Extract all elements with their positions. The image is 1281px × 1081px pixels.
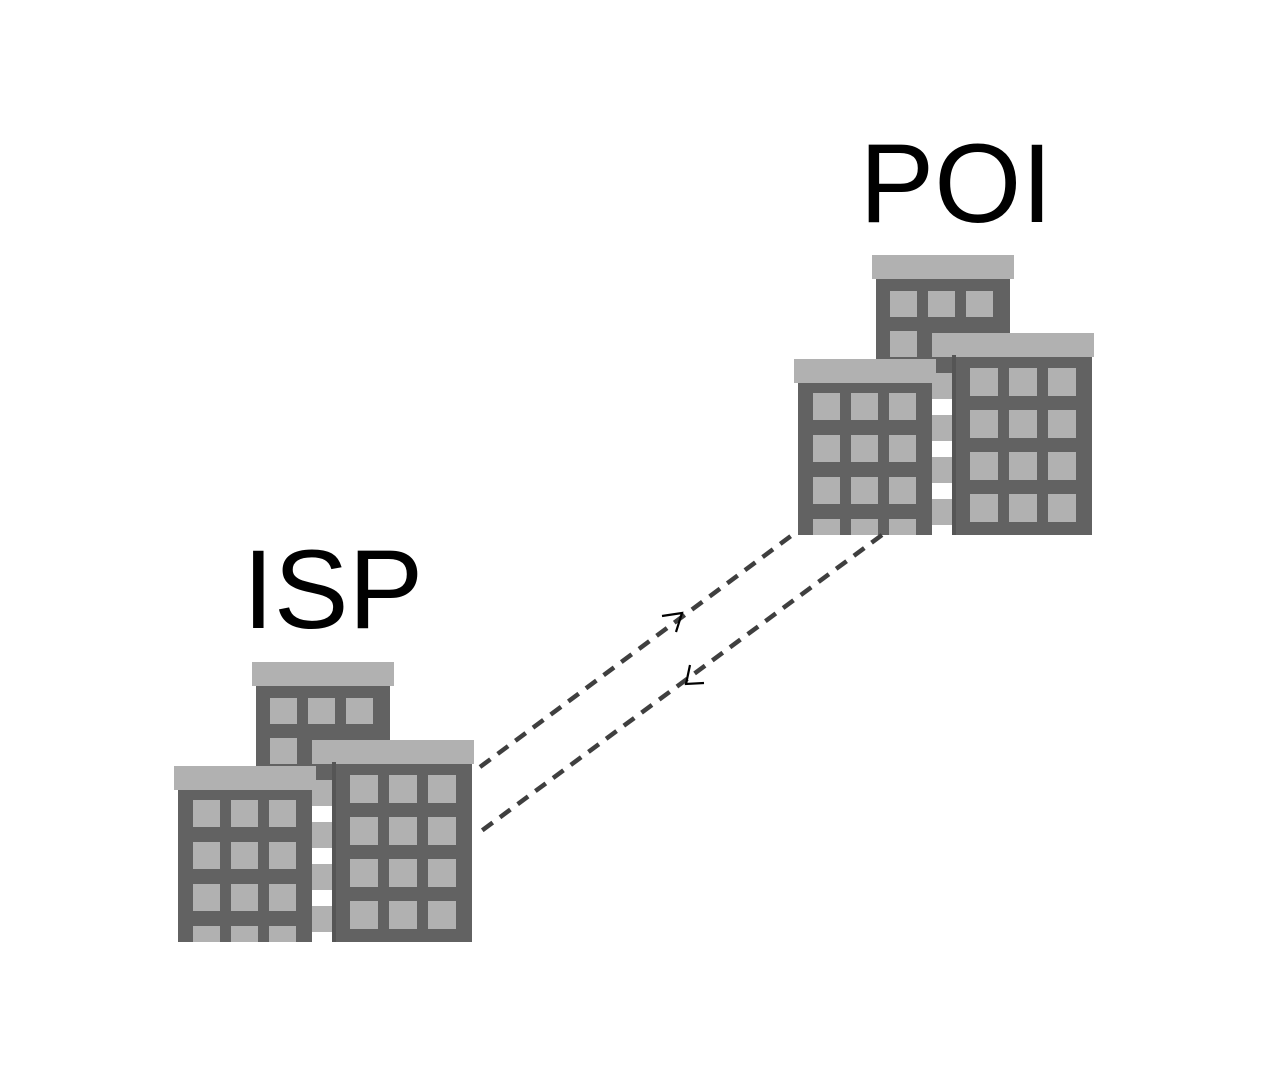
building-window <box>813 435 840 462</box>
building-window <box>1009 452 1037 480</box>
building-window <box>970 410 998 438</box>
building-window <box>889 393 916 420</box>
building-window <box>270 738 297 764</box>
building-window <box>193 884 220 911</box>
arrow-right-icon <box>661 611 684 633</box>
building-window <box>932 373 952 399</box>
building-window <box>1009 410 1037 438</box>
building-roof <box>174 766 316 790</box>
building-window <box>813 477 840 504</box>
building-window <box>428 901 456 929</box>
building-window <box>231 926 258 942</box>
building-window <box>312 822 332 848</box>
building-window <box>1048 368 1076 396</box>
building-window <box>312 906 332 932</box>
building-window <box>193 926 220 942</box>
building-window <box>1048 410 1076 438</box>
building-roof <box>252 662 394 686</box>
building-window <box>889 477 916 504</box>
building-window <box>312 780 332 806</box>
building-roof <box>794 359 936 383</box>
building-window <box>269 842 296 869</box>
building-window <box>851 519 878 535</box>
building-window <box>350 775 378 803</box>
building-window <box>193 800 220 827</box>
building-window <box>1009 494 1037 522</box>
building-window <box>932 457 952 483</box>
building-window <box>813 393 840 420</box>
office-buildings-icon <box>794 255 1094 535</box>
building-window <box>389 775 417 803</box>
office-buildings-icon <box>174 662 474 942</box>
building-window <box>970 452 998 480</box>
building-window <box>231 842 258 869</box>
building-window <box>346 698 373 724</box>
building-window <box>1009 368 1037 396</box>
building-edge <box>332 762 336 942</box>
isp-label: ISP <box>243 527 424 652</box>
building-window <box>851 393 878 420</box>
building-window <box>389 901 417 929</box>
building-window <box>1048 452 1076 480</box>
dashed-connection-line <box>478 533 884 834</box>
link-poi-to-isp <box>478 533 884 834</box>
building-window <box>428 775 456 803</box>
dashed-connection-line <box>478 531 797 769</box>
poi-label: POI <box>860 121 1053 246</box>
link-isp-to-poi <box>478 531 797 769</box>
building-window <box>350 901 378 929</box>
building-roof <box>312 740 474 764</box>
building-window <box>970 368 998 396</box>
building-window <box>932 499 952 525</box>
building-window <box>231 800 258 827</box>
building-window <box>428 859 456 887</box>
building-window <box>312 864 332 890</box>
building-window <box>890 331 917 357</box>
building-window <box>350 859 378 887</box>
building-window <box>389 817 417 845</box>
building-window <box>389 859 417 887</box>
building-window <box>890 291 917 317</box>
building-window <box>270 698 297 724</box>
building-window <box>966 291 993 317</box>
building-window <box>350 817 378 845</box>
building-window <box>269 884 296 911</box>
building-window <box>932 415 952 441</box>
building-window <box>851 435 878 462</box>
building-roof <box>932 333 1094 357</box>
building-window <box>813 519 840 535</box>
building-window <box>269 800 296 827</box>
building-window <box>1048 494 1076 522</box>
building-window <box>889 435 916 462</box>
arrow-left-icon <box>684 664 705 686</box>
building-edge <box>952 355 956 535</box>
building-roof <box>872 255 1014 279</box>
building-window <box>928 291 955 317</box>
building-window <box>231 884 258 911</box>
building-window <box>193 842 220 869</box>
building-window <box>851 477 878 504</box>
building-window <box>970 494 998 522</box>
building-window <box>428 817 456 845</box>
building-window <box>308 698 335 724</box>
building-window <box>269 926 296 942</box>
building-window <box>889 519 916 535</box>
